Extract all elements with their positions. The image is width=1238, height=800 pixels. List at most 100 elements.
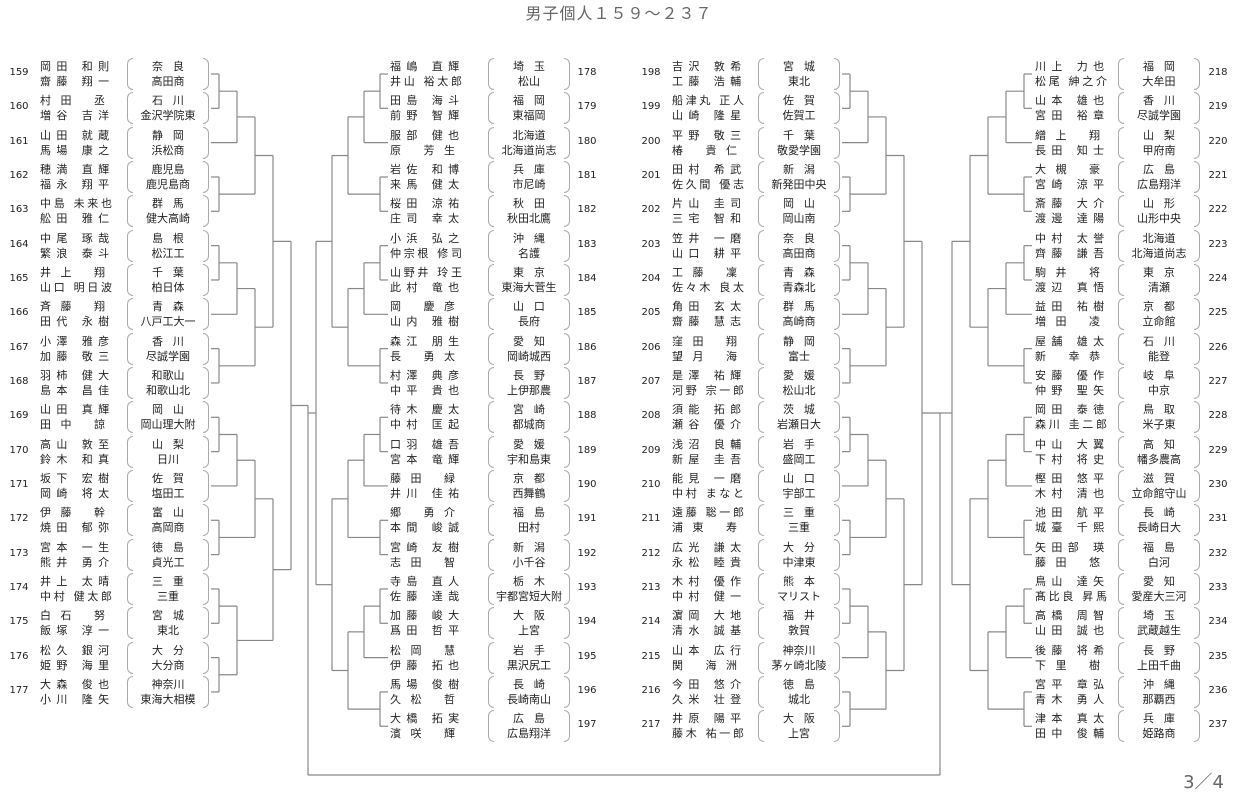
prefecture: 北海道 bbox=[1142, 231, 1176, 245]
prefecture: 徳島 bbox=[783, 677, 825, 691]
prefecture: 佐賀 bbox=[152, 471, 194, 485]
player-names: 岡 慶彦山内 雅樹 bbox=[390, 299, 476, 329]
player-name: 小澤 雅彦 bbox=[40, 334, 115, 348]
school-info: 広島広島翔洋 bbox=[1118, 160, 1200, 194]
player-name: 遠藤 聡一郎 bbox=[672, 506, 747, 520]
prefecture: 宮城 bbox=[783, 60, 825, 73]
player-names: 田村 希武佐久間 優志 bbox=[672, 162, 758, 192]
school-name: 西舞鶴 bbox=[512, 486, 546, 500]
school-name: 秋田北鷹 bbox=[507, 212, 551, 226]
prefecture: 鳥取 bbox=[1143, 403, 1185, 417]
school-name: 金沢学院東 bbox=[140, 109, 196, 123]
player-name: 伊藤 幹 bbox=[40, 506, 115, 520]
prefecture: 宮崎 bbox=[513, 403, 555, 417]
school-info: 岡山岡山理大附 bbox=[127, 400, 209, 434]
school-info: 群馬健大高崎 bbox=[127, 194, 209, 228]
entry-number: 225 bbox=[1208, 307, 1228, 319]
player-name: 山田 真輝 bbox=[40, 403, 115, 417]
school-name: 長府 bbox=[518, 315, 540, 329]
school-info: 宮城東北 bbox=[127, 606, 209, 640]
entry-number: 193 bbox=[577, 581, 597, 593]
school-info: 山口宇部工 bbox=[758, 469, 840, 503]
player-names: 口羽 雄吾宮本 竜輝 bbox=[390, 437, 476, 467]
school-name: 宇部工 bbox=[782, 486, 816, 500]
school-info: 鹿児島鹿児島商 bbox=[127, 160, 209, 194]
entry-number: 186 bbox=[577, 341, 597, 353]
player-names: 井上 太晴中村 健太郎 bbox=[40, 574, 126, 604]
entry-number: 188 bbox=[577, 410, 597, 422]
school-name: 北海道尚志 bbox=[1131, 246, 1187, 260]
player-name: 羽柿 健大 bbox=[40, 368, 115, 382]
school-name: 立命館 bbox=[1142, 315, 1176, 329]
prefecture: 福岡 bbox=[513, 94, 555, 108]
school-name: 広島翔洋 bbox=[1137, 177, 1181, 191]
player-name: 穂満 直輝 bbox=[40, 162, 115, 176]
player-name: 井上 太晴 bbox=[40, 574, 115, 588]
player-names: 是澤 祐輝河野 宗一郎 bbox=[672, 368, 758, 398]
player-name: 長 勇太 bbox=[390, 349, 465, 363]
school-info: 佐賀塩田工 bbox=[127, 469, 209, 503]
player-names: 中島 未来也舩田 雅仁 bbox=[40, 196, 126, 226]
school-info: 長崎長崎南山 bbox=[488, 675, 570, 709]
entry-number: 175 bbox=[9, 616, 29, 628]
school-name: 能登 bbox=[1148, 349, 1170, 363]
player-name: 桜田 涼祐 bbox=[390, 197, 465, 211]
entry-number: 215 bbox=[641, 650, 661, 662]
prefecture: 三重 bbox=[152, 574, 194, 588]
player-name: 村澤 典彦 bbox=[390, 368, 465, 382]
entry-number: 212 bbox=[641, 547, 661, 559]
entry-number: 228 bbox=[1208, 410, 1228, 422]
school-info: 沖縄名護 bbox=[488, 229, 570, 263]
player-name: 矢田部 瑛 bbox=[1035, 540, 1110, 554]
page-title: 男子個人１５９～２３７ bbox=[525, 4, 713, 23]
school-info: 佐賀佐賀工 bbox=[758, 91, 840, 125]
school-info: 愛知岡崎城西 bbox=[488, 332, 570, 366]
player-name: 岡田 和則 bbox=[40, 60, 115, 73]
entry-number: 231 bbox=[1208, 513, 1228, 525]
prefecture: 山形 bbox=[1143, 197, 1185, 211]
player-name: 永松 睦貴 bbox=[672, 555, 747, 569]
school-info: 岩手盛岡工 bbox=[758, 435, 840, 469]
entry-number: 237 bbox=[1208, 719, 1228, 731]
school-info: 秋田秋田北鷹 bbox=[488, 194, 570, 228]
player-names: 穂満 直輝福永 翔平 bbox=[40, 162, 126, 192]
entry-number: 202 bbox=[641, 204, 661, 216]
entry-number: 189 bbox=[577, 444, 597, 456]
player-name: 中村 匡起 bbox=[390, 418, 465, 432]
school-name: 佐賀工 bbox=[782, 109, 816, 123]
player-name: 角田 玄太 bbox=[672, 300, 747, 314]
school-info: 奈良高田商 bbox=[127, 57, 209, 91]
player-names: 川上 力也松尾 紳之介 bbox=[1035, 59, 1121, 89]
player-names: 松岡 慧伊藤 拓也 bbox=[390, 643, 476, 673]
entry-number: 169 bbox=[9, 410, 29, 422]
player-name: 工藤 凜 bbox=[672, 265, 747, 279]
school-info: 島根松江工 bbox=[127, 229, 209, 263]
school-info: 香川尽誠学園 bbox=[127, 332, 209, 366]
player-names: 中村 太誉齊藤 謙吾 bbox=[1035, 231, 1121, 261]
school-name: 那覇西 bbox=[1142, 692, 1176, 706]
school-info: 新潟小千谷 bbox=[488, 538, 570, 572]
prefecture: 福井 bbox=[783, 609, 825, 623]
player-name: 田代 永樹 bbox=[40, 315, 115, 329]
player-name: 窪田 翔 bbox=[672, 334, 747, 348]
player-name: 川上 力也 bbox=[1035, 60, 1110, 73]
prefecture: 三重 bbox=[783, 506, 825, 520]
player-name: 関 海洲 bbox=[672, 658, 747, 672]
player-name: 藤木 祐一郎 bbox=[672, 727, 747, 741]
player-name: 仲宗根 修司 bbox=[390, 246, 465, 260]
player-name: 斉藤 翔 bbox=[40, 300, 115, 314]
entry-number: 201 bbox=[641, 169, 661, 181]
school-name: 東北 bbox=[788, 75, 810, 88]
school-name: 米子東 bbox=[1142, 418, 1176, 432]
school-name: 宇都宮短大附 bbox=[496, 589, 562, 603]
school-info: 鳥取米子東 bbox=[1118, 400, 1200, 434]
school-info: 大分大分商 bbox=[127, 641, 209, 675]
player-name: 藤田 緑 bbox=[390, 471, 465, 485]
player-name: 濱咲 輝 bbox=[390, 727, 465, 741]
school-info: 三重三重 bbox=[127, 572, 209, 606]
player-name: 樫田 悠平 bbox=[1035, 471, 1110, 485]
school-name: 高岡商 bbox=[151, 521, 185, 535]
player-name: 望月 海 bbox=[672, 349, 747, 363]
school-name: 山形中央 bbox=[1137, 212, 1181, 226]
player-name: 屋舗 雄太 bbox=[1035, 334, 1110, 348]
